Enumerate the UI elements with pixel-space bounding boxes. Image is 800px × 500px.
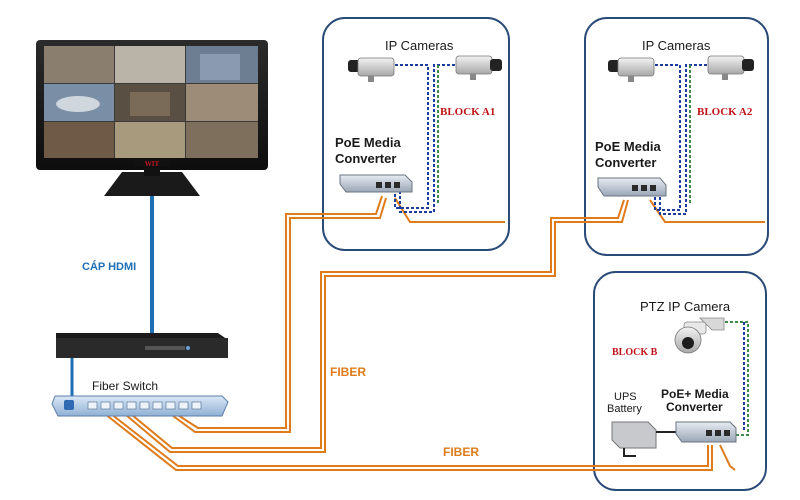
fiber-label-1: FIBER bbox=[330, 365, 366, 379]
media-converter-icon bbox=[597, 177, 667, 197]
block-b-converter-line2: Converter bbox=[666, 400, 723, 414]
fiber-cables bbox=[99, 195, 765, 471]
block-a2-converter-line2: Converter bbox=[595, 155, 656, 170]
monitor-brand: WIT bbox=[145, 160, 160, 168]
block-a1-converter-line2: Converter bbox=[335, 151, 396, 166]
block-a2-label: BLOCK A2 bbox=[697, 106, 753, 118]
media-converter-icon bbox=[675, 421, 737, 443]
fiber-switch-label: Fiber Switch bbox=[92, 379, 158, 393]
block-a2-converter-line1: PoE Media bbox=[595, 139, 662, 154]
ip-camera-icon bbox=[455, 55, 502, 80]
ups-label-line1: UPS bbox=[614, 391, 637, 403]
hdmi-label: CÁP HDMI bbox=[82, 260, 136, 273]
block-b-label: BLOCK B bbox=[612, 347, 658, 358]
fiber-switch-icon bbox=[51, 395, 229, 417]
monitor-icon: WIT bbox=[36, 40, 268, 196]
ip-camera-icon bbox=[707, 55, 754, 80]
block-a1-label: BLOCK A1 bbox=[440, 106, 495, 118]
ups-label-line2: Battery bbox=[607, 403, 642, 415]
block-a2-frame bbox=[584, 17, 769, 256]
block-b-frame bbox=[593, 271, 767, 491]
ip-camera-icon bbox=[348, 57, 395, 82]
block-a1-title: IP Cameras bbox=[385, 38, 454, 53]
monitor-screen bbox=[44, 46, 258, 158]
ip-camera-icon bbox=[608, 57, 655, 82]
block-a1-converter-line1: PoE Media bbox=[335, 135, 402, 150]
block-b-title: PTZ IP Camera bbox=[640, 299, 731, 314]
utp-cables-a2 bbox=[654, 64, 712, 215]
block-a2-title: IP Cameras bbox=[642, 38, 711, 53]
media-converter-icon bbox=[339, 174, 413, 193]
fiber-label-2: FIBER bbox=[443, 445, 479, 459]
utp-cables-a1 bbox=[394, 64, 460, 213]
ptz-camera-icon bbox=[674, 317, 725, 354]
utp-cables-b bbox=[720, 321, 749, 436]
block-b-converter-line1: PoE+ Media bbox=[661, 387, 729, 401]
block-a1-frame bbox=[322, 17, 510, 251]
ups-battery-icon bbox=[611, 421, 676, 457]
nvr-icon bbox=[56, 333, 228, 358]
